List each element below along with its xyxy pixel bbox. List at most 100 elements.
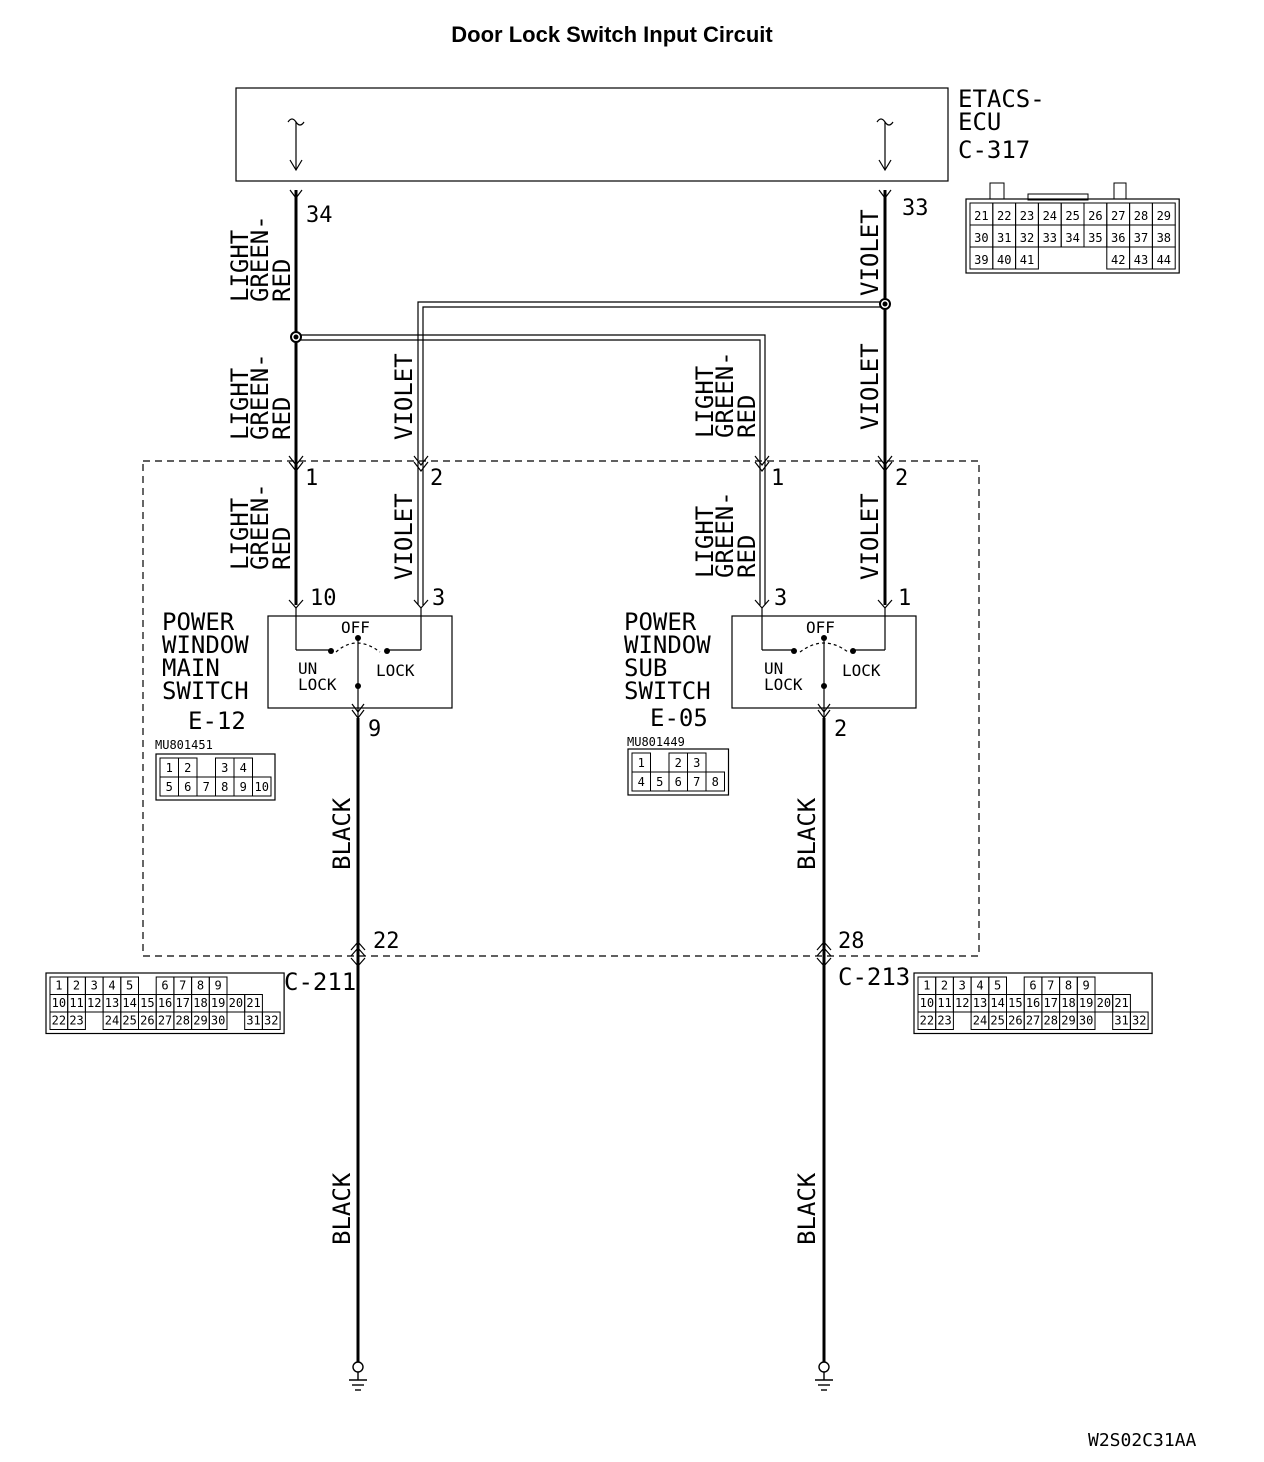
connector-cell-number: 5 bbox=[126, 979, 133, 993]
connector-cell-number: 32 bbox=[264, 1014, 278, 1028]
wire-label-violet-top: VIOLET bbox=[856, 209, 884, 296]
ecu-input-right-icon bbox=[876, 118, 894, 172]
connector-cell-number: 1 bbox=[55, 979, 62, 993]
ecu-input-left-icon bbox=[287, 118, 305, 172]
connector-cell-number: 27 bbox=[1026, 1014, 1040, 1028]
connector-cell-number: 28 bbox=[1044, 1014, 1058, 1028]
main-switch-name-1: POWER bbox=[162, 608, 235, 636]
connector-cell-number: 4 bbox=[240, 761, 247, 775]
connector-cell-number: 7 bbox=[179, 979, 186, 993]
connector-cell-number: 3 bbox=[693, 756, 700, 770]
connector-cell-number: 30 bbox=[1079, 1014, 1093, 1028]
connector-cell-number: 23 bbox=[937, 1014, 951, 1028]
sub-switch-name-1: POWER bbox=[624, 608, 697, 636]
ecu-name-line2: ECU bbox=[958, 108, 1001, 136]
sub-switch-pin-2: 2 bbox=[834, 717, 847, 742]
connector-cell-number: 13 bbox=[105, 996, 119, 1010]
connector-cell-number: 43 bbox=[1134, 253, 1148, 267]
connector-cell-number: 32 bbox=[1020, 231, 1034, 245]
sub-pin-1: 1 bbox=[771, 466, 784, 491]
main-switch-part-no: MU801451 bbox=[155, 738, 213, 752]
connector-cell-number: 21 bbox=[1114, 996, 1128, 1010]
connector-cell bbox=[208, 1011, 228, 1030]
connector-cell bbox=[935, 1011, 954, 1030]
sub-switch-name-3: SUB bbox=[624, 654, 667, 682]
connector-cell-number: 24 bbox=[105, 1014, 119, 1028]
connector-cell-number: 24 bbox=[1043, 209, 1057, 223]
sub-un-label: UN bbox=[764, 659, 783, 678]
wire-label-black-sub-lower: BLACK bbox=[793, 1172, 821, 1245]
connector-cell-number: 1 bbox=[166, 761, 173, 775]
connector-cell-number: 18 bbox=[193, 996, 207, 1010]
connector-cell-number: 26 bbox=[1008, 1014, 1022, 1028]
connector-cell-number: 6 bbox=[184, 780, 191, 794]
wire-label-lgr-mid-1: LIGHT bbox=[226, 368, 254, 440]
wire-label-lgr-top-3: RED bbox=[268, 259, 296, 302]
connector-cell-number: 33 bbox=[1043, 231, 1057, 245]
connector-cell-number: 19 bbox=[1079, 996, 1093, 1010]
connector-cell-number: 10 bbox=[255, 780, 269, 794]
connector-cell-number: 7 bbox=[1047, 979, 1054, 993]
wire-label-lgr-low-1: LIGHT bbox=[226, 498, 254, 570]
connector-cell-number: 5 bbox=[656, 775, 663, 789]
connector-cell-number: 44 bbox=[1157, 253, 1171, 267]
sub-lock-right-label: LOCK bbox=[842, 661, 881, 680]
door-boundary bbox=[142, 460, 980, 957]
splice-point-violet-dot bbox=[882, 301, 888, 307]
ground-main-icon bbox=[349, 1361, 367, 1391]
connector-cell-number: 31 bbox=[1114, 1014, 1128, 1028]
connector-cell-number: 26 bbox=[140, 1014, 154, 1028]
connector-cell-number: 8 bbox=[1065, 979, 1072, 993]
connector-cell bbox=[261, 1011, 281, 1030]
c211-c213-arrows bbox=[350, 941, 832, 967]
ecu-name-line1: ETACS- bbox=[958, 85, 1045, 113]
connector-cell-number: 11 bbox=[937, 996, 951, 1010]
connector-cell-number: 9 bbox=[240, 780, 247, 794]
wire-label-lgr-top-2: GREEN- bbox=[246, 215, 274, 302]
connector-cell-number: 6 bbox=[675, 775, 682, 789]
wire-label-lgr-mid-2: GREEN- bbox=[246, 353, 274, 440]
connector-cell-number: 4 bbox=[638, 775, 645, 789]
main-switch-pin-9: 9 bbox=[368, 717, 381, 742]
connector-cell-number: 19 bbox=[211, 996, 225, 1010]
sub-switch-pin-3: 3 bbox=[774, 586, 787, 611]
connector-cell bbox=[1076, 1011, 1096, 1030]
main-switch-pin-3: 3 bbox=[432, 586, 445, 611]
c211-pin-22: 22 bbox=[373, 929, 400, 954]
sub-switch-pin-1: 1 bbox=[898, 586, 911, 611]
wire-violet-branch bbox=[417, 301, 885, 605]
main-lock-left-label: LOCK bbox=[298, 675, 337, 694]
connector-cell-number: 9 bbox=[215, 979, 222, 993]
sub-pin-2: 2 bbox=[895, 466, 908, 491]
connector-cell-number: 32 bbox=[1132, 1014, 1146, 1028]
wire-violet-main bbox=[878, 189, 892, 605]
connector-cell-number: 15 bbox=[140, 996, 154, 1010]
wire-label-lgr-sub-mid-2: GREEN- bbox=[711, 351, 739, 438]
connector-cell-number: 39 bbox=[974, 253, 988, 267]
connector-cell-number: 15 bbox=[1008, 996, 1022, 1010]
wire-label-violet-main-low: VIOLET bbox=[390, 493, 418, 580]
connector-cell-number: 6 bbox=[161, 979, 168, 993]
sub-off-label: OFF bbox=[806, 618, 835, 637]
sub-switch-name-4: SWITCH bbox=[624, 677, 711, 705]
wire-label-lgr-mid-3: RED bbox=[268, 397, 296, 440]
connector-cell-number: 23 bbox=[1020, 209, 1034, 223]
connector-cell-number: 25 bbox=[990, 1014, 1004, 1028]
wire-label-violet-sub-low: VIOLET bbox=[856, 493, 884, 580]
connector-cell-number: 36 bbox=[1111, 231, 1125, 245]
connector-cell-number: 18 bbox=[1061, 996, 1075, 1010]
main-switch-pin-10: 10 bbox=[310, 586, 337, 611]
connector-cell bbox=[252, 776, 272, 797]
connector-cell-number: 2 bbox=[184, 761, 191, 775]
main-lock-right-label: LOCK bbox=[376, 661, 415, 680]
connector-cell-number: 14 bbox=[122, 996, 136, 1010]
connector-cell-number: 8 bbox=[197, 979, 204, 993]
etacs-ecu: ETACS- ECU C-317 bbox=[235, 85, 1045, 182]
wire-label-lgr-sub-low-2: GREEN- bbox=[711, 491, 739, 578]
connector-cell-number: 7 bbox=[693, 775, 700, 789]
connector-cell-number: 40 bbox=[997, 253, 1011, 267]
connector-cell-number: 34 bbox=[1065, 231, 1079, 245]
ground-sub-icon bbox=[815, 1361, 833, 1391]
